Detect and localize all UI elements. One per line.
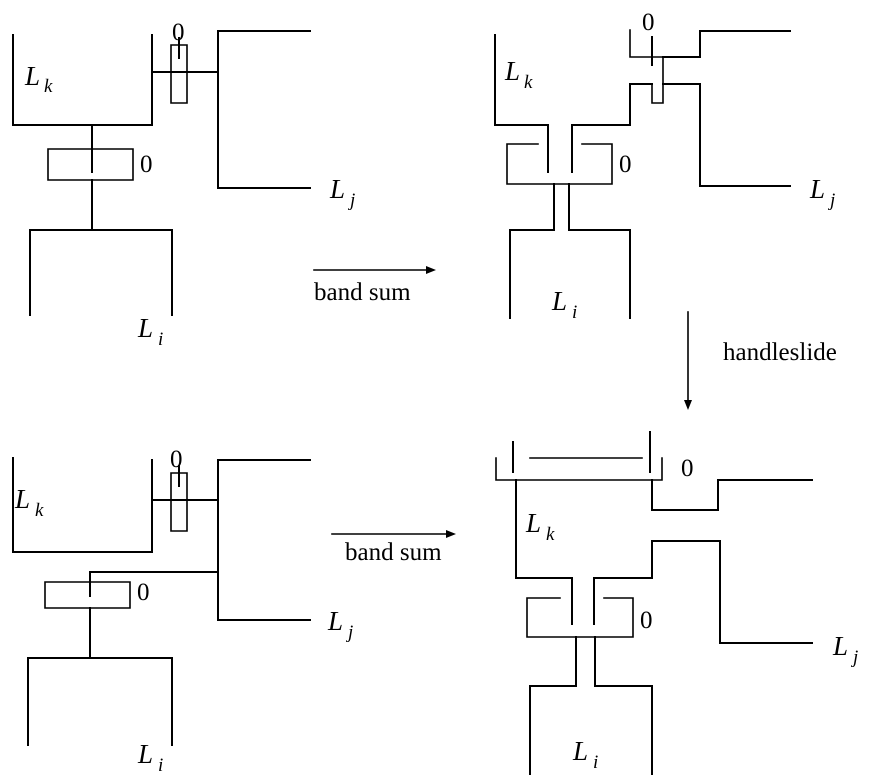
label-lk: L: [525, 508, 541, 538]
handleslide-label: handleslide: [723, 339, 837, 366]
framing-label: 0: [137, 579, 150, 606]
label-lj: L: [832, 631, 848, 661]
label-lk-sub: k: [524, 72, 533, 93]
clasp-middle: 0: [44, 571, 150, 659]
framing-label: 0: [681, 455, 694, 482]
link-k-component: [12, 34, 153, 126]
link-i-component: [29, 229, 173, 316]
arrow-band-sum-bottom: band sum: [331, 530, 456, 566]
link-k-component: [494, 34, 653, 173]
label-lk: L: [504, 56, 520, 86]
panel-bottom-left: 0 0 L k L j L i: [12, 446, 353, 775]
clasp-middle: 0: [526, 597, 653, 687]
arrow-handleslide: handleslide: [684, 311, 837, 410]
label-lj: L: [329, 174, 345, 204]
label-lj-sub: j: [345, 622, 353, 643]
label-lj: L: [327, 606, 343, 636]
label-lk-sub: k: [35, 500, 44, 521]
link-k-component: [515, 479, 813, 644]
label-li-sub: i: [572, 302, 577, 323]
label-li: L: [551, 286, 567, 316]
label-lk: L: [14, 484, 30, 514]
clasp-top: 0: [495, 431, 694, 482]
label-li-sub: i: [158, 755, 163, 775]
link-i-component: [529, 685, 653, 775]
link-i-component: [509, 229, 631, 319]
clasp-middle: 0: [506, 143, 632, 231]
link-i-component: [27, 657, 173, 746]
clasp-top: 0: [151, 446, 219, 532]
band-sum-label: band sum: [345, 539, 442, 566]
framing-label: 0: [170, 446, 183, 473]
label-lj-sub: j: [827, 190, 835, 211]
label-li: L: [137, 313, 153, 343]
link-j-component: [89, 459, 311, 621]
label-lj: L: [809, 174, 825, 204]
arrow-band-sum-top: band sum: [313, 266, 436, 306]
label-li: L: [137, 739, 153, 769]
label-li: L: [572, 736, 588, 766]
panel-bottom-right: 0 0 L k L j L i: [495, 431, 858, 775]
label-li-sub: i: [593, 752, 598, 773]
framing-label: 0: [140, 151, 153, 178]
clasp-top: 0: [151, 19, 219, 104]
link-k-component: [12, 457, 153, 553]
framing-label: 0: [172, 19, 185, 46]
panel-top-right: 0 0 L k L j L i: [494, 9, 835, 323]
label-lk: L: [24, 61, 40, 91]
panel-top-left: 0 0 L k L j L i: [12, 19, 355, 350]
framing-label: 0: [619, 151, 632, 178]
label-lk-sub: k: [546, 524, 555, 545]
band-sum-label: band sum: [314, 279, 411, 306]
framing-label: 0: [640, 607, 653, 634]
label-lj-sub: j: [850, 647, 858, 668]
link-j-component: [217, 30, 311, 189]
label-li-sub: i: [158, 329, 163, 350]
clasp-top: 0: [629, 9, 791, 187]
label-lj-sub: j: [347, 190, 355, 211]
label-lk-sub: k: [44, 76, 53, 97]
framing-label: 0: [642, 9, 655, 36]
clasp-middle: 0: [47, 124, 153, 231]
